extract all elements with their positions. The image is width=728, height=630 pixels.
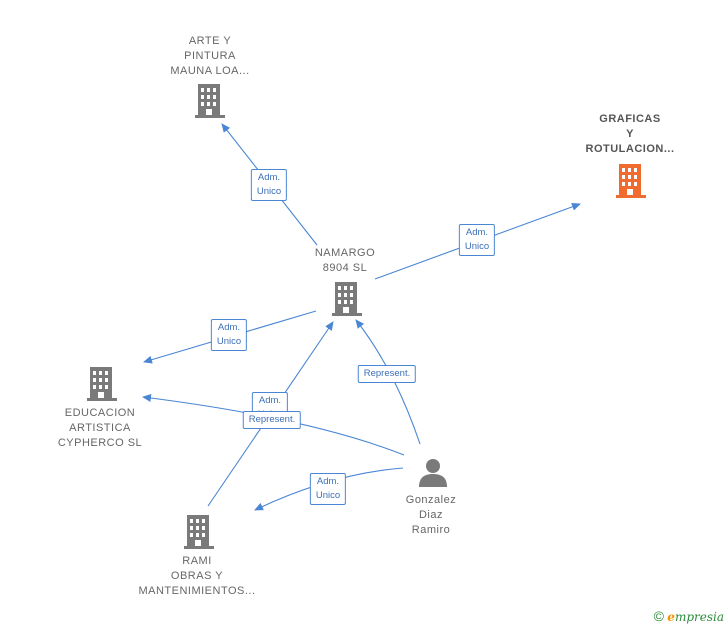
brand-logo: © empresia xyxy=(654,608,724,624)
edge-label-adm-unico-rami: Adm. Unico xyxy=(309,473,347,505)
edge-label-adm-unico-arte: Adm. Unico xyxy=(250,169,288,201)
building-icon-arte[interactable] xyxy=(195,84,225,118)
node-label-rami[interactable]: RAMI OBRAS Y MANTENIMIENTOS... xyxy=(138,555,256,597)
brand-logo-text: mpresia xyxy=(674,610,724,624)
edge-label-adm-unico-educacion: Adm. Unico xyxy=(210,319,248,351)
node-label-namargo[interactable]: NAMARGO 8904 SL xyxy=(314,247,376,274)
node-label-educacion[interactable]: EDUCACION ARTISTICA CYPHERCO SL xyxy=(57,407,143,449)
copyright-icon: © xyxy=(653,608,664,624)
node-label-graficas[interactable]: GRAFICAS Y ROTULACION... xyxy=(585,113,675,155)
edge-label-represent-namargo: Represent. xyxy=(357,365,417,383)
edge-label-represent-educacion: Represent. xyxy=(242,411,302,429)
node-label-gonzalez[interactable]: Gonzalez Diaz Ramiro xyxy=(405,494,457,536)
building-icon-educacion[interactable] xyxy=(87,367,117,401)
edge-label-adm-unico-graficas: Adm. Unico xyxy=(458,224,496,256)
building-icon-rami[interactable] xyxy=(184,515,214,549)
building-icon-graficas[interactable] xyxy=(616,164,646,198)
person-icon-gonzalez[interactable] xyxy=(418,457,448,487)
brand-logo-e: e xyxy=(667,610,675,624)
node-label-arte[interactable]: ARTE Y PINTURA MAUNA LOA... xyxy=(170,35,250,77)
building-icon-namargo[interactable] xyxy=(332,282,362,316)
